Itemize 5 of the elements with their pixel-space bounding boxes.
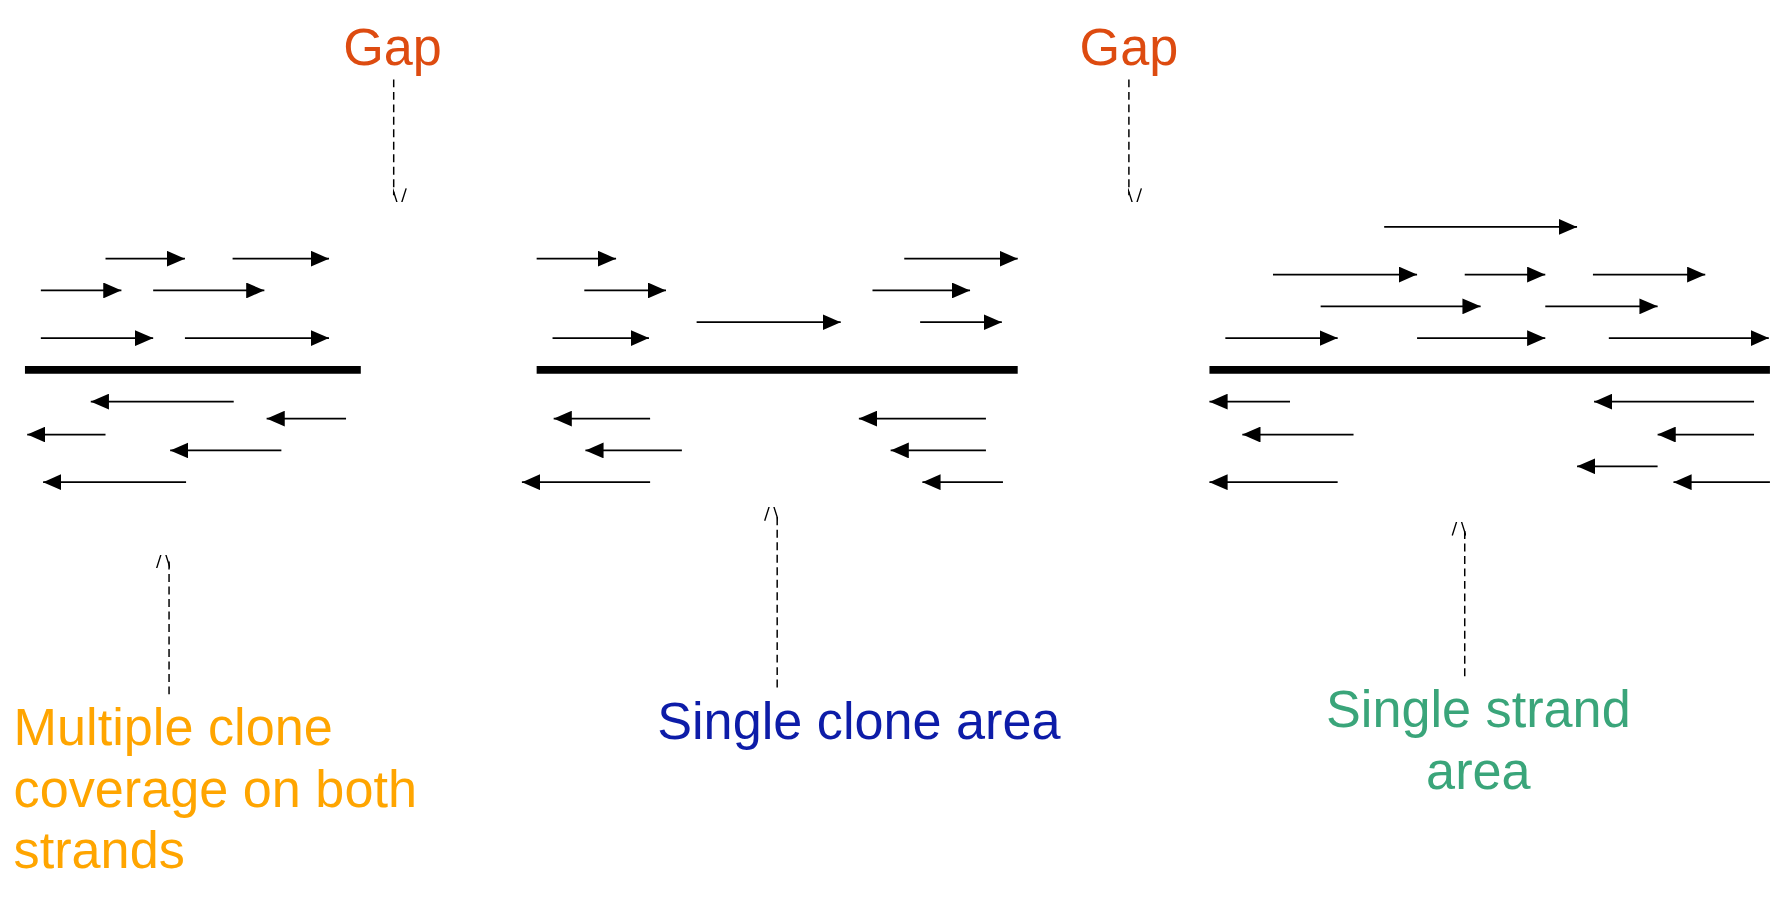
region-label: Single clone area xyxy=(656,689,1062,752)
region-label: Multiple clone coverage on both strands xyxy=(13,696,418,881)
gap-label: Gap xyxy=(1078,16,1180,78)
region-label: Single strand area xyxy=(1325,678,1632,801)
gap-label: Gap xyxy=(342,16,443,78)
